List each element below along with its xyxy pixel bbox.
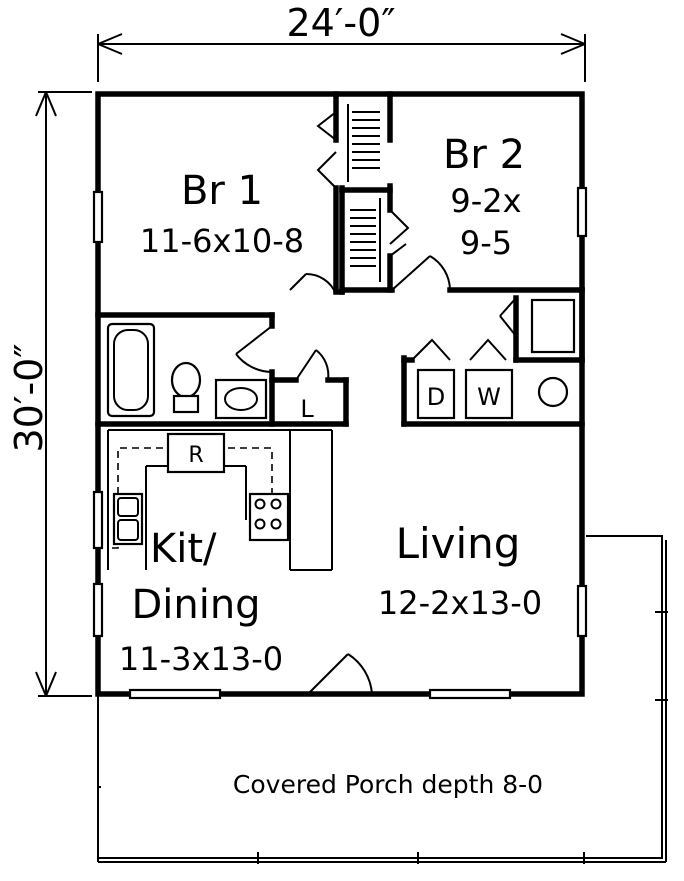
br2-closet-shelving [350,198,410,282]
kitchen: R [107,429,333,571]
br1-closet-shelving [316,104,380,189]
depth-dimension-label: 30′-0″ [7,343,51,452]
doors [235,255,517,696]
toilet [170,361,202,414]
interior-walls [95,91,585,427]
br1-size: 11-6x10-8 [140,222,304,260]
porch-label: Covered Porch depth 8-0 [233,770,543,799]
kitchen-dining-size: 11-3x13-0 [119,640,283,678]
linen-closet: L [300,395,314,423]
room-labels: Br 1 11-6x10-8 Br 2 9-2x 9-5 Kit/ Dining… [119,132,542,678]
bathtub [106,322,156,418]
washer-label: W [477,383,501,411]
br2-name: Br 2 [443,132,525,178]
depth-dimension: 30′-0″ [7,91,92,697]
bathroom-fixtures [106,322,268,420]
range [248,492,290,542]
dining-name: Dining [131,582,260,628]
bath-sink [214,378,268,420]
laundry: D W [416,298,576,420]
storage-closet [530,298,576,354]
dryer-label: D [427,383,445,411]
width-dimension-label: 24′-0″ [286,1,395,45]
dryer [416,368,456,420]
br2-size-line2: 9-5 [460,224,512,262]
linen-label: L [300,395,314,423]
windows [92,186,588,700]
kitchen-name: Kit/ [150,526,217,572]
living-size: 12-2x13-0 [378,584,542,622]
living-name: Living [396,519,521,568]
br2-size-line1: 9-2x [450,182,521,220]
refrigerator [166,432,226,474]
covered-porch: Covered Porch depth 8-0 [97,535,668,864]
br1-name: Br 1 [181,168,263,214]
washer [464,368,514,420]
water-heater [537,376,569,408]
refrigerator-label: R [188,443,203,468]
bedroom-closets [316,104,410,282]
width-dimension: 24′-0″ [97,1,586,82]
kitchen-sink [112,492,144,546]
